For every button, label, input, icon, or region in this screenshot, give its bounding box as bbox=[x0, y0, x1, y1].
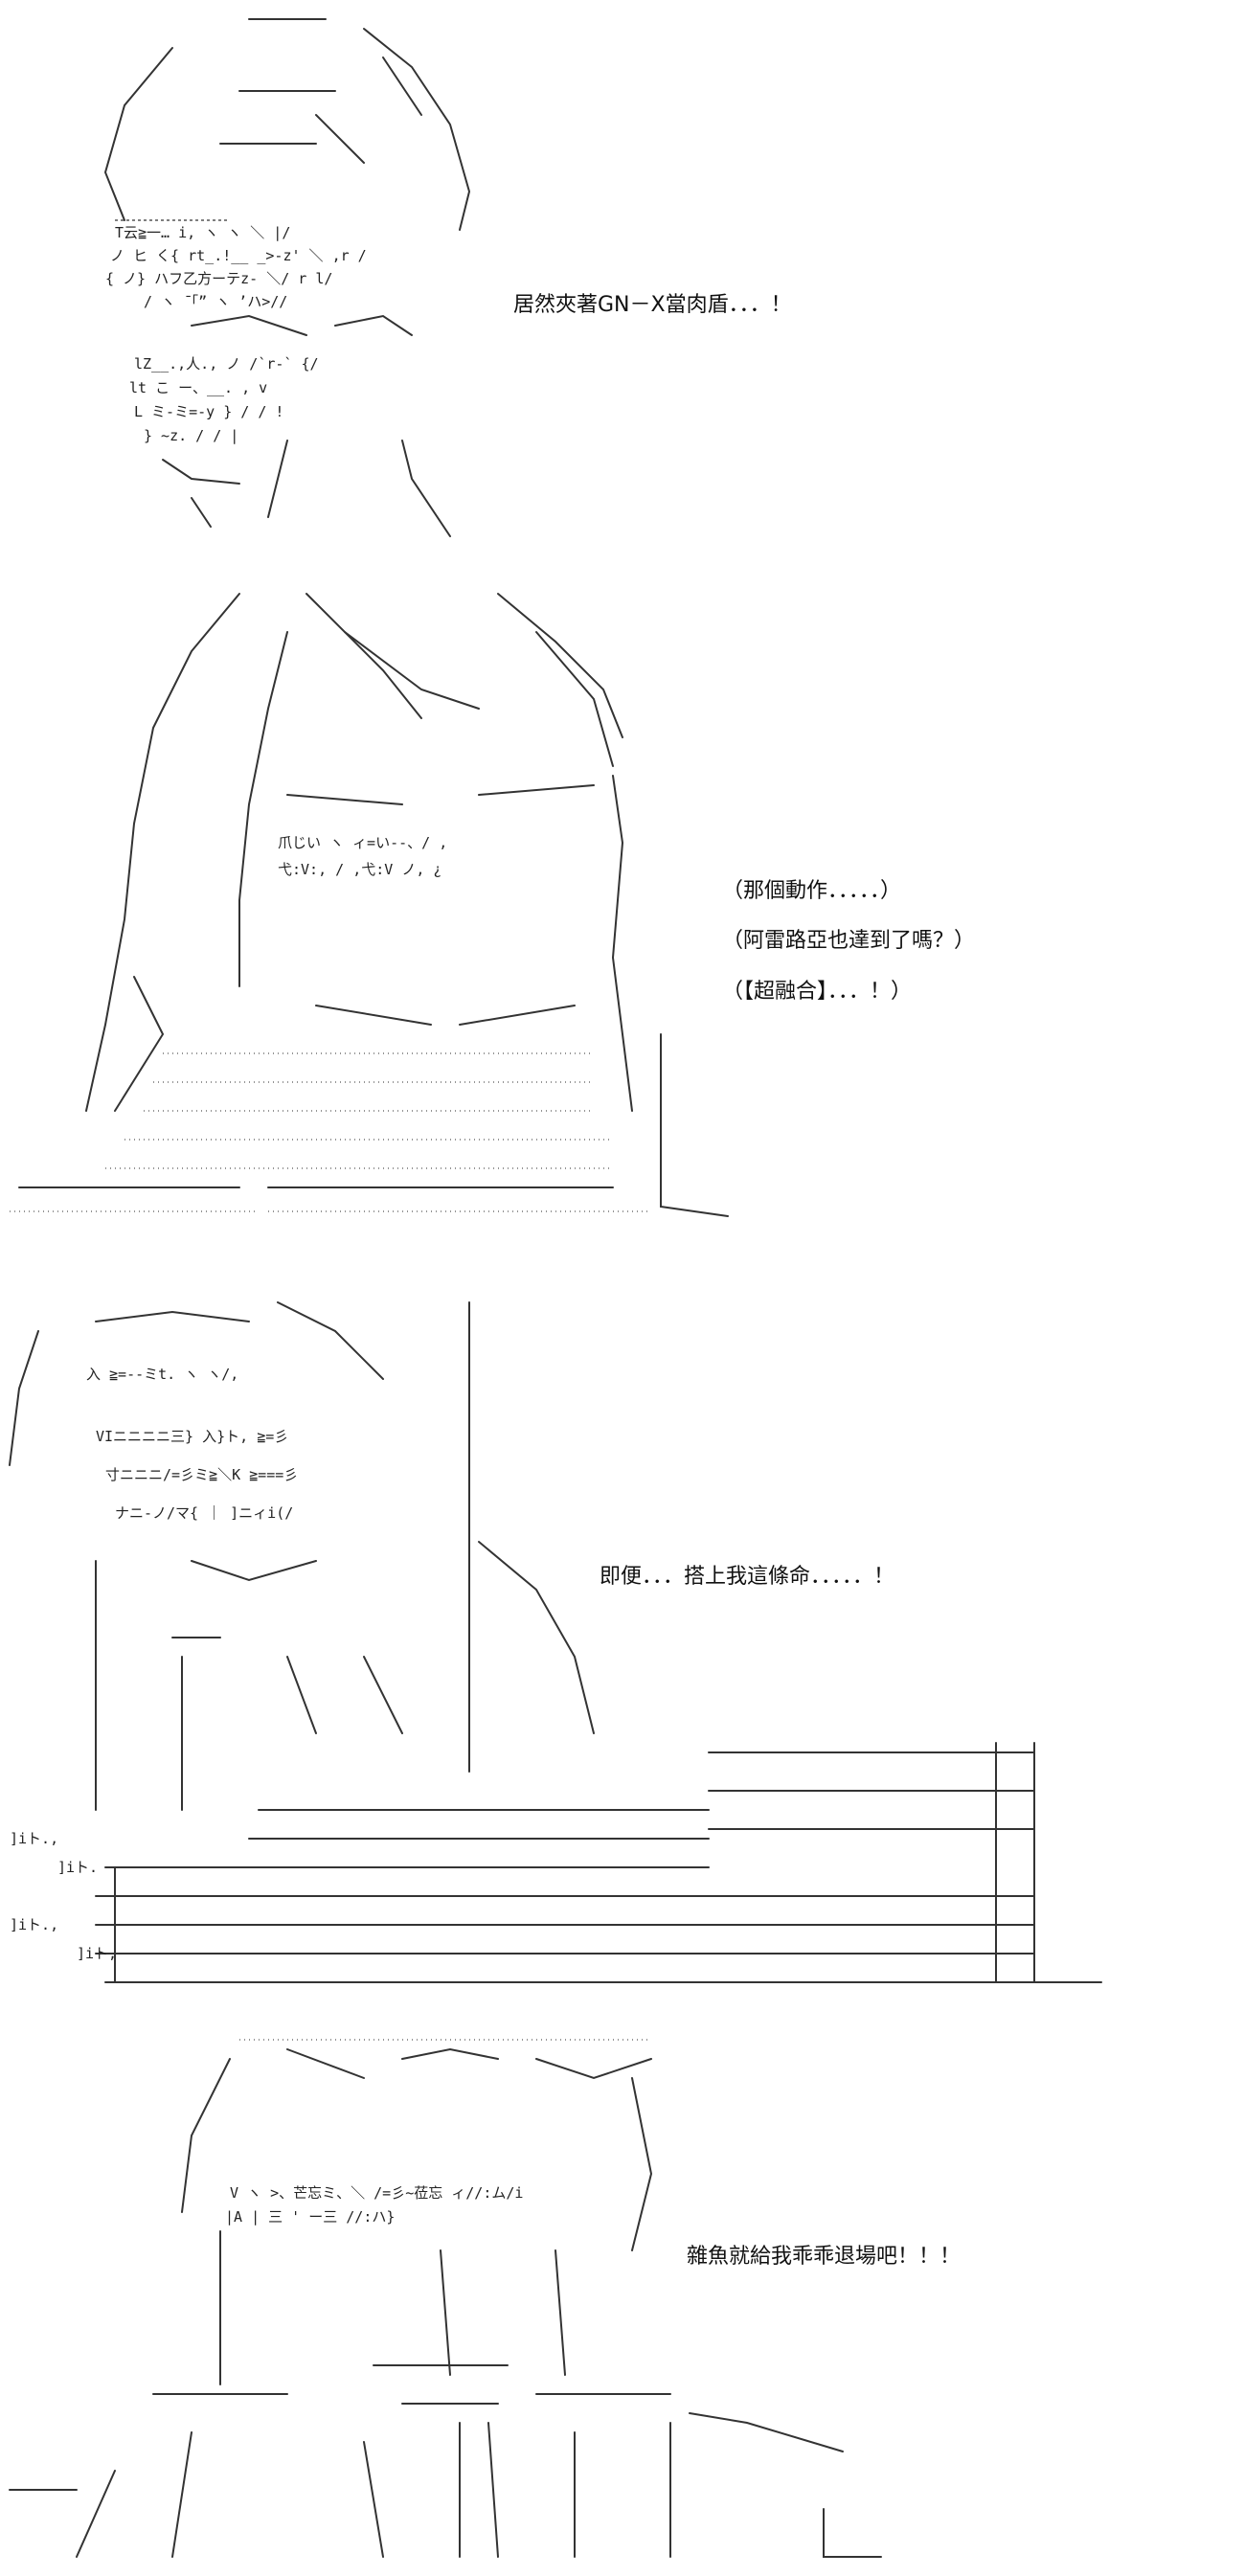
svg-text:lt こ ー、__. , v: lt こ ー、__. , v bbox=[129, 379, 267, 396]
svg-text:T云≧一… i, ヽ ヽ ＼ |/: T云≧一… i, ヽ ヽ ＼ |/ bbox=[115, 224, 290, 241]
panel-2: 爪じい ヽ ィ=い--、/ , 弋:V:, / ,弋:V ノ, ¿ （那個動作．… bbox=[0, 575, 1245, 1264]
panel-1: T云≧一… i, ヽ ヽ ＼ |/ ノ ヒ く{ rt_.!__ _>-z' ＼… bbox=[0, 0, 1245, 555]
svg-text:lZ__.,人., ノ /`r-` {/: lZ__.,人., ノ /`r-` {/ bbox=[134, 355, 319, 373]
svg-text:入 ≧=--ミt. ヽ ヽ/,: 入 ≧=--ミt. ヽ ヽ/, bbox=[86, 1366, 238, 1383]
ascii-art-character-long-hair: 爪じい ヽ ィ=い--、/ , 弋:V:, / ,弋:V ノ, ¿ bbox=[0, 575, 1245, 1264]
dialogue-line: （【超融合】．．．！） bbox=[722, 979, 913, 1004]
svg-text:ノ ヒ く{ rt_.!__ _>-z' ＼ ,r /: ノ ヒ く{ rt_.!__ _>-z' ＼ ,r / bbox=[110, 247, 367, 264]
svg-text:L ミ-ミ=-y } / / !: L ミ-ミ=-y } / / ! bbox=[134, 403, 283, 420]
svg-text:V ヽ >、芒忘ミ、＼ /=彡~莅忘 ィ//:ム/i: V ヽ >、芒忘ミ、＼ /=彡~莅忘 ィ//:ム/i bbox=[230, 2184, 523, 2202]
dialogue-line: 居然夾著GN－X當肉盾．．．！ bbox=[513, 293, 792, 317]
dialogue-line: （阿雷路亞也達到了嗎？） bbox=[722, 929, 976, 954]
ascii-art-character-glaring: V ヽ >、芒忘ミ、＼ /=彡~莅忘 ィ//:ム/i |A | 三 ' ー三 /… bbox=[0, 2021, 1245, 2576]
svg-text:寸ニニニ/=彡ミ≧＼K ≧===彡: 寸ニニニ/=彡ミ≧＼K ≧===彡 bbox=[105, 1466, 298, 1483]
svg-text:/ ヽ ̄「” ヽ ’ハ>//: / ヽ ̄「” ヽ ’ハ>// bbox=[144, 293, 287, 310]
svg-text:VIニニニニ三} 入}ト, ≧=彡: VIニニニニ三} 入}ト, ≧=彡 bbox=[96, 1428, 288, 1445]
svg-text:|A | 三 ' ー三 //:: |A | 三 ' ー三 //:ハ} bbox=[225, 2208, 395, 2226]
panel-3: 入 ≧=--ミt. ヽ ヽ/, VIニニニニ三} 入}ト, ≧=彡 寸ニニニ/=… bbox=[0, 1274, 1245, 2001]
svg-text:} ~z. / / |: } ~z. / / | bbox=[144, 427, 238, 444]
svg-text:]iト.,: ]iト., bbox=[10, 1830, 58, 1847]
svg-text:]iト.: ]iト. bbox=[57, 1859, 98, 1876]
ascii-art-character-in-cockpit: 入 ≧=--ミt. ヽ ヽ/, VIニニニニ三} 入}ト, ≧=彡 寸ニニニ/=… bbox=[0, 1274, 1245, 2001]
svg-text:爪じい ヽ ィ=い--、/ ,: 爪じい ヽ ィ=い--、/ , bbox=[278, 834, 447, 851]
dialogue-line: 即便．．．搭上我這條命．．．．．！ bbox=[600, 1565, 895, 1589]
dialogue-line: （那個動作．．．．．） bbox=[722, 879, 902, 903]
svg-text:]iト,: ]iト, bbox=[77, 1945, 117, 1962]
dialogue-line: 雜魚就給我乖乖退場吧！！！ bbox=[687, 2245, 962, 2269]
ascii-art-character-hooded: T云≧一… i, ヽ ヽ ＼ |/ ノ ヒ く{ rt_.!__ _>-z' ＼… bbox=[0, 0, 1245, 555]
svg-text:ナニ-ノ/マ{ ｜ ]ニィi(/: ナニ-ノ/マ{ ｜ ]ニィi(/ bbox=[115, 1504, 293, 1522]
svg-text:弋:V:, / ,弋:V ノ, ¿: 弋:V:, / ,弋:V ノ, ¿ bbox=[278, 861, 441, 878]
svg-text:{ ノ} ハフ乙方ーテz- ＼/ r l/: { ノ} ハフ乙方ーテz- ＼/ r l/ bbox=[105, 270, 332, 287]
svg-text:]iト.,: ]iト., bbox=[10, 1916, 58, 1933]
dialogue-group: （那個動作．．．．．） （阿雷路亞也達到了嗎？） （【超融合】．．．！） bbox=[722, 879, 975, 1029]
panel-4: V ヽ >、芒忘ミ、＼ /=彡~莅忘 ィ//:ム/i |A | 三 ' ー三 /… bbox=[0, 2021, 1245, 2576]
